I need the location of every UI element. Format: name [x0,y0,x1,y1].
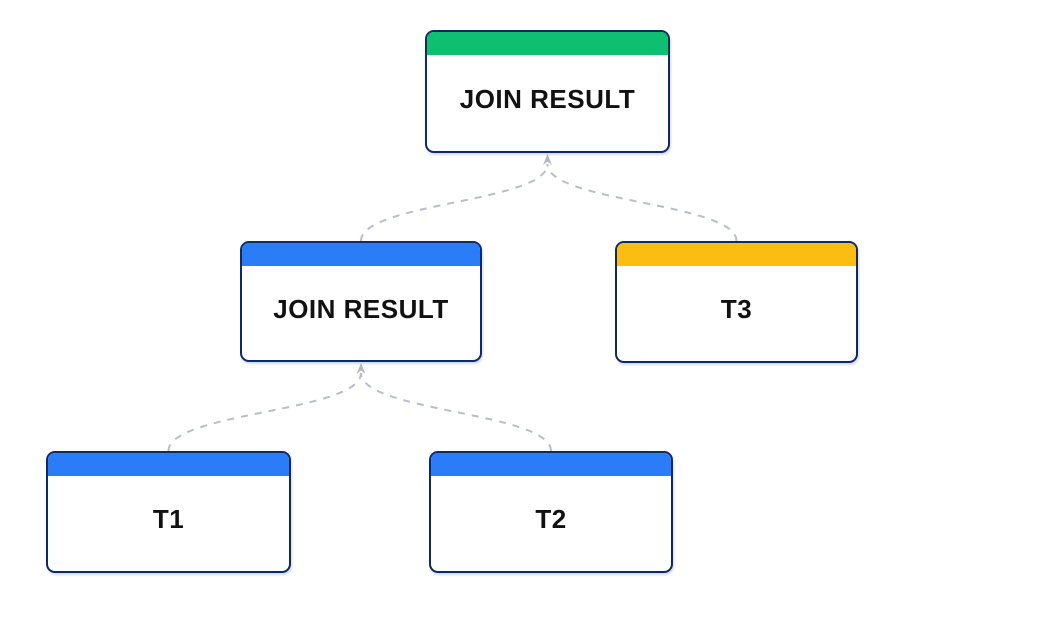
connector-edge-join-result-left-to-join-result-root [360,163,549,242]
node-body: JOIN RESULT [242,266,480,360]
node-header-bar [431,453,671,476]
connector-edge-t2-to-join-result-left [360,372,552,452]
connector-edge-t1-to-join-result-left [167,372,362,452]
node-label: T1 [152,504,185,534]
node-label: T3 [720,294,753,324]
node-header-bar [427,32,668,55]
node-label: JOIN RESULT [459,83,636,114]
node-label: T2 [535,504,567,534]
node-body: T2 [431,476,671,571]
connector-edge-t3-to-join-result-root [546,163,738,242]
node-header-bar [242,243,480,266]
node-body: JOIN RESULT [427,55,668,151]
node-label: JOIN RESULT [273,293,449,324]
tree-node-t1: T1 [46,451,291,573]
node-header-bar [617,243,856,266]
node-header-bar [48,453,289,476]
tree-node-t2: T2 [429,451,673,573]
node-body: T1 [48,476,289,571]
tree-node-join-result-root: JOIN RESULT [425,30,670,153]
arrow-up-icon [543,154,552,165]
arrow-up-icon [356,363,366,374]
tree-node-t3: T3 [615,241,858,363]
node-body: T3 [617,266,856,361]
tree-node-join-result-left: JOIN RESULT [240,241,482,362]
